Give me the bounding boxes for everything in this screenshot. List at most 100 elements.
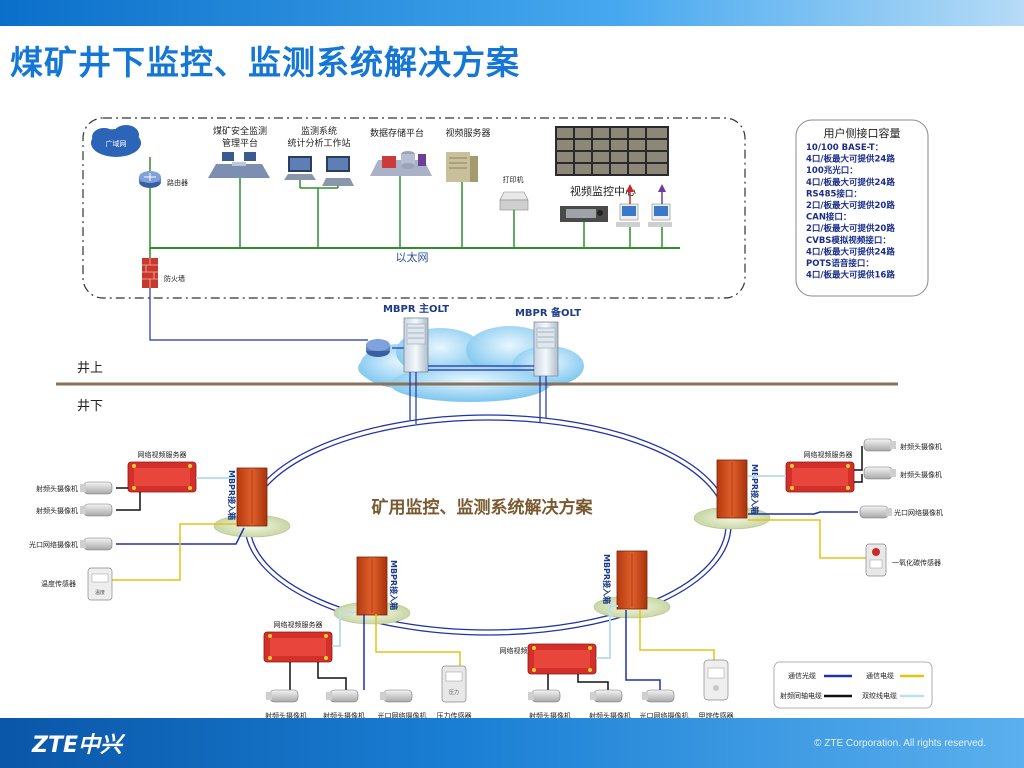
rf-camera-label-r2: 射频头摄像机 xyxy=(900,470,942,479)
capacity-line: 100兆光口： xyxy=(806,165,858,176)
router-icon xyxy=(139,171,161,188)
stats-workstation-label-2: 统计分析工作站 xyxy=(287,137,350,149)
optical-camera-icon xyxy=(642,689,675,703)
wan-cloud-icon xyxy=(91,125,141,157)
optical-camera-icon xyxy=(80,537,113,551)
optical-camera-icon xyxy=(380,689,413,703)
rf-camera-icon xyxy=(80,481,113,495)
nvs-label-bottom-left: 网络视频服务器 xyxy=(274,620,323,629)
zone-below-label: 井下 xyxy=(77,399,103,414)
ethernet-label: 以太网 xyxy=(396,251,429,264)
video-wall-icon xyxy=(555,126,669,176)
nvs-label-bottom-right: 网络视频服务器 xyxy=(500,646,549,655)
rf-camera-icon xyxy=(326,689,359,703)
temp-sensor-label: 温度传感器 xyxy=(41,579,76,588)
legend-comm-fiber: 通信光缆 xyxy=(788,671,816,680)
onu-label-left: MBPR接入箱 xyxy=(227,470,237,520)
safety-platform-label-1: 煤矿安全监测 xyxy=(213,125,267,137)
capacity-title: 用户侧接口容量 xyxy=(824,126,901,140)
capacity-line: 4口/板最大可提供16路 xyxy=(806,270,895,281)
nvs-left-icon xyxy=(127,461,197,493)
co-sensor-label: 一氧化碳传感器 xyxy=(892,558,941,567)
rf-camera-label-b4: 射频头摄像机 xyxy=(589,711,631,720)
wan-label: 广域网 xyxy=(106,139,127,148)
footer-bar xyxy=(0,718,1024,768)
methane-sensor-icon xyxy=(703,659,729,701)
nvs-right-icon xyxy=(785,461,855,493)
router-label: 路由器 xyxy=(167,178,188,187)
zte-logo: ZTE中兴 xyxy=(32,733,122,758)
nvs-bottom-left-icon xyxy=(263,631,333,663)
rf-camera-icon xyxy=(590,689,623,703)
nvs-bottom-right-icon xyxy=(527,643,597,675)
rf-camera-label-l2: 射频头摄像机 xyxy=(36,506,78,515)
optical-camera-label-l: 光口网络摄像机 xyxy=(29,540,78,549)
control-console-icon xyxy=(560,206,608,222)
monitor-workstation-icon xyxy=(616,203,672,227)
main-olt-cabinet xyxy=(403,317,429,373)
rf-camera-icon xyxy=(863,466,896,480)
capacity-line: CVBS模拟视频接口： xyxy=(806,235,891,246)
rf-camera-label-r1: 射频头摄像机 xyxy=(900,442,942,451)
onu-label-right: MBPR接入箱 xyxy=(750,464,760,514)
capacity-line: 4口/板最大可提供24路 xyxy=(806,154,895,165)
legend-box xyxy=(773,661,933,709)
video-server-label: 视频服务器 xyxy=(445,127,490,139)
cloud-router-icon xyxy=(366,339,390,357)
onu-cabinet-right xyxy=(716,459,748,519)
temp-sensor-text: 温度 xyxy=(95,589,105,596)
onu-label-bottom-right: MBPR接入箱 xyxy=(602,554,612,604)
backup-olt-cabinet xyxy=(533,321,559,377)
rf-camera-label-b2: 射频头摄像机 xyxy=(323,711,365,720)
onu-cabinet-bottom-left xyxy=(356,556,388,616)
firewall-uplink xyxy=(149,288,368,341)
onu-cabinet-left xyxy=(236,467,268,527)
stats-workstation-icon xyxy=(284,156,354,186)
capacity-line: POTS语音接口： xyxy=(806,258,874,269)
legend-comm-cable: 通信电缆 xyxy=(866,671,894,680)
capacity-list: 10/100 BASE-T：4口/板最大可提供24路100兆光口：4口/板最大可… xyxy=(806,143,895,281)
capacity-line: 4口/板最大可提供24路 xyxy=(806,246,895,257)
page-title: 煤矿井下监控、监测系统解决方案 xyxy=(10,43,520,82)
ring-title: 矿用监控、监测系统解决方案 xyxy=(372,497,594,518)
capacity-line: 10/100 BASE-T： xyxy=(806,143,883,153)
printer-label: 打印机 xyxy=(503,175,524,184)
stats-workstation-label-1: 监测系统 xyxy=(301,125,337,137)
nvs-label-right: 网络视频服务器 xyxy=(804,450,853,459)
optical-camera-icon xyxy=(859,505,892,519)
onu-cabinet-bottom-right xyxy=(616,550,648,610)
safety-platform-icon xyxy=(208,152,270,178)
temp-sensor-icon xyxy=(87,567,113,601)
top-band xyxy=(0,0,1024,26)
copyright-text: © ZTE Corporation. All rights reserved. xyxy=(814,738,986,749)
co-sensor-icon xyxy=(865,543,887,577)
legend-twisted: 双绞线电缆 xyxy=(862,691,897,700)
zone-above-label: 井上 xyxy=(77,361,103,376)
pressure-sensor-icon xyxy=(441,665,467,703)
capacity-box xyxy=(795,119,929,297)
storage-icon xyxy=(370,151,432,176)
video-server-icon xyxy=(446,152,478,182)
capacity-line: 2口/板最大可提供20路 xyxy=(806,200,895,211)
pressure-sensor-text: 压力 xyxy=(449,689,459,696)
capacity-line: 4口/板最大可提供24路 xyxy=(806,177,895,188)
legend-rf-coax: 射频同轴电缆 xyxy=(780,691,822,700)
surface-network-area xyxy=(82,117,746,299)
rf-camera-icon xyxy=(528,689,561,703)
storage-label: 数据存储平台 xyxy=(370,127,424,139)
printer-icon xyxy=(499,191,529,211)
firewall-icon xyxy=(142,258,158,288)
rf-camera-icon xyxy=(80,503,113,517)
main-olt-label: MBPR 主OLT xyxy=(383,302,449,315)
rf-camera-label-b3: 射频头摄像机 xyxy=(529,711,571,720)
safety-platform-label-2: 管理平台 xyxy=(222,137,258,149)
video-center-label: 视频监控中心 xyxy=(570,184,636,198)
nvs-label-left: 网络视频服务器 xyxy=(138,450,187,459)
optical-camera-label-r: 光口网络摄像机 xyxy=(894,508,943,517)
optical-camera-label-b2: 光口网络摄像机 xyxy=(640,711,689,720)
rf-camera-icon xyxy=(863,438,896,452)
rf-camera-icon xyxy=(266,689,299,703)
backup-olt-label: MBPR 备OLT xyxy=(515,306,581,319)
pressure-sensor-label: 压力传感器 xyxy=(437,711,472,720)
